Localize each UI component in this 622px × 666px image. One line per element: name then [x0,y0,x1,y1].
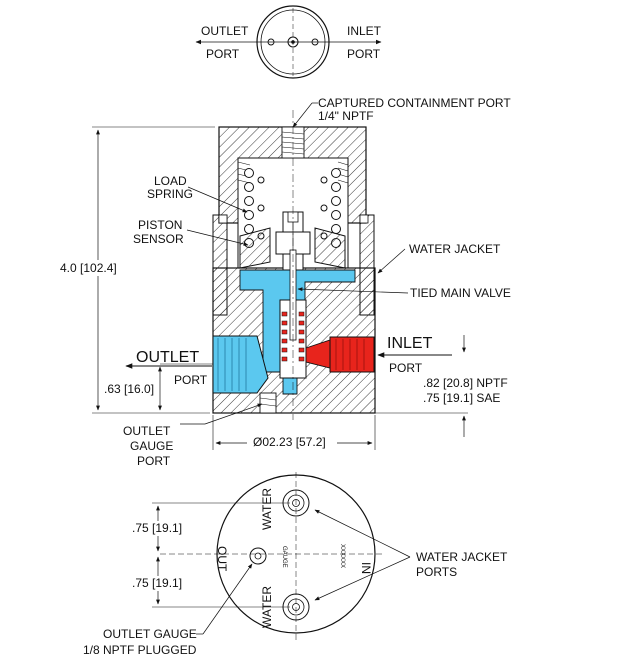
top-outlet-label: OUTLET [201,24,249,38]
outlet-port-label: PORT [174,373,208,387]
outlet-port-thread [212,335,269,394]
top-inlet-label: INLET [347,24,382,38]
water-jacket-right [359,214,375,316]
water-jacket-ports-label-1: WATER JACKET [416,550,508,564]
outlet-gauge-port [259,392,277,414]
offset-top-label: .75 [19.1] [132,521,182,535]
captured-port-label: CAPTURED CONTAINMENT PORT [318,96,511,110]
inlet-label: INLET [387,335,433,352]
outlet-gauge-label-3: PORT [137,454,171,468]
in-label: IN [359,562,373,574]
inlet-port-label: PORT [389,361,423,375]
offset-bottom-label: .75 [19.1] [132,576,182,590]
captured-port-size: 1/4" NPTF [318,109,374,123]
diameter-label: Ø02.23 [57.2] [253,435,326,449]
overall-height-label: 4.0 [102.4] [60,261,117,275]
load-spring-label-2: SPRING [147,187,193,201]
outlet-gauge-label-1: OUTLET [123,424,171,438]
water-jacket-label: WATER JACKET [409,242,501,256]
outlet-gauge-label-2: GAUGE [130,439,173,453]
valve-spring [281,311,305,362]
top-inlet-port-label: PORT [347,47,381,61]
outlet-label: OUTLET [136,349,199,366]
water-top-label: WATER [260,488,274,530]
tied-main-valve-label: TIED MAIN VALVE [410,286,511,300]
water-jacket-left [212,214,228,316]
outlet-gauge-plugged-label-1: OUTLET GAUGE [103,627,197,641]
inlet-size-nptf: .82 [20.8] NPTF [423,376,508,390]
piston-sensor [239,227,271,269]
section-view: CAPTURED CONTAINMENT PORT 1/4" NPTF LOAD… [56,96,511,468]
outlet-gauge-plugged-label-2: 1/8 NPTF PLUGGED [83,643,197,657]
inlet-port-thread [329,336,375,373]
gauge-port [249,547,267,565]
water-jacket-ports-label-2: PORTS [416,565,457,579]
load-spring-label-1: LOAD [154,174,187,188]
gauge-marking: GAUGE [281,546,287,568]
piston-sensor-label-2: SENSOR [133,232,184,246]
top-outlet-port-label: PORT [206,47,240,61]
serial-marking: XXXXXX [339,544,345,568]
inlet-size-sae: .75 [19.1] SAE [423,391,500,405]
outlet-height-label: .63 [16.0] [104,382,154,396]
out-label: OUT [215,546,229,572]
inlet-flow-region [305,336,375,373]
piston-sensor-label-1: PISTON [138,218,182,232]
bottom-view: WATER WATER OUT IN GAUGE XXXXXX .75 [19.… [83,472,508,657]
top-view: OUTLET PORT INLET PORT [195,5,382,79]
